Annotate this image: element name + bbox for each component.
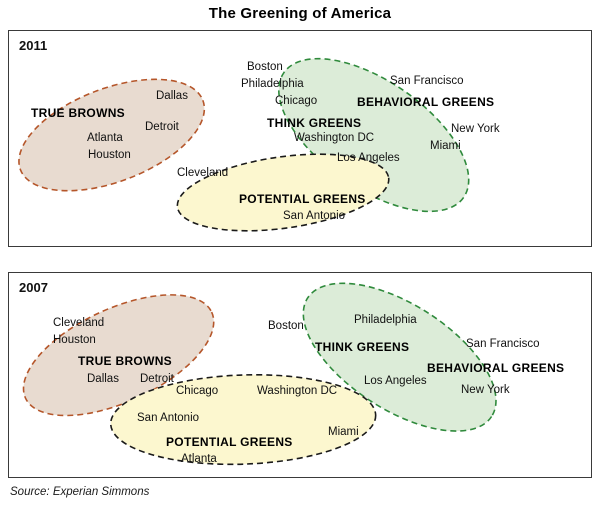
page-title: The Greening of America	[208, 5, 392, 22]
city-label-miami: Miami	[328, 426, 359, 438]
source-note: Source: Experian Simmons	[10, 486, 150, 498]
year-label-2011: 2011	[19, 38, 48, 53]
city-label-detroit: Detroit	[140, 373, 174, 385]
ellipse-potential-greens	[176, 153, 390, 232]
panel-2007: 2007 Cleveland Houston TRUE BROWNS Dalla…	[8, 272, 592, 478]
group-label-behavioral-greens: BEHAVIORAL GREENS	[357, 95, 495, 109]
panel-2011-ellipses	[18, 57, 470, 232]
city-label-philadelphia: Philadelphia	[241, 78, 304, 90]
city-label-houston: Houston	[53, 334, 96, 346]
city-label-cleveland: Cleveland	[177, 167, 229, 179]
city-label-boston: Boston	[247, 61, 283, 73]
group-label-think-greens: THINK GREENS	[267, 116, 362, 130]
city-label-san-antonio: San Antonio	[283, 210, 346, 222]
city-label-dallas: Dallas	[87, 373, 119, 385]
city-label-washington-dc: Washington DC	[294, 132, 375, 144]
city-label-new-york: New York	[451, 123, 500, 135]
city-label-san-francisco: San Francisco	[390, 75, 464, 87]
city-label-atlanta: Atlanta	[181, 453, 217, 465]
city-label-houston: Houston	[88, 149, 131, 161]
city-label-chicago: Chicago	[275, 95, 318, 107]
city-label-atlanta: Atlanta	[87, 132, 123, 144]
group-label-true-browns: TRUE BROWNS	[78, 354, 172, 368]
city-label-cleveland: Cleveland	[53, 317, 105, 329]
ellipse-potential-greens	[109, 373, 377, 466]
panel-2007-ellipses	[22, 282, 497, 466]
ellipse-true-browns	[18, 78, 206, 192]
group-label-true-browns: TRUE BROWNS	[31, 106, 125, 120]
panel-2011: 2011 TRUE BROWNS Dallas Detroit Atlanta …	[8, 30, 592, 247]
city-label-san-francisco: San Francisco	[466, 338, 540, 350]
city-label-boston: Boston	[268, 320, 304, 332]
city-label-philadelphia: Philadelphia	[354, 314, 417, 326]
city-label-detroit: Detroit	[145, 121, 179, 133]
city-label-chicago: Chicago	[176, 385, 219, 397]
city-label-san-antonio: San Antonio	[137, 412, 200, 424]
city-label-dallas: Dallas	[156, 90, 188, 102]
city-label-washington-dc: Washington DC	[257, 385, 338, 397]
group-label-behavioral-greens: BEHAVIORAL GREENS	[427, 361, 565, 375]
city-label-miami: Miami	[430, 140, 461, 152]
ellipse-greens	[302, 282, 497, 432]
group-label-potential-greens: POTENTIAL GREENS	[166, 435, 293, 449]
group-label-think-greens: THINK GREENS	[315, 340, 410, 354]
city-label-los-angeles: Los Angeles	[364, 375, 427, 387]
year-label-2007: 2007	[19, 280, 48, 295]
city-label-los-angeles: Los Angeles	[337, 152, 400, 164]
city-label-new-york: New York	[461, 384, 510, 396]
group-label-potential-greens: POTENTIAL GREENS	[239, 192, 366, 206]
